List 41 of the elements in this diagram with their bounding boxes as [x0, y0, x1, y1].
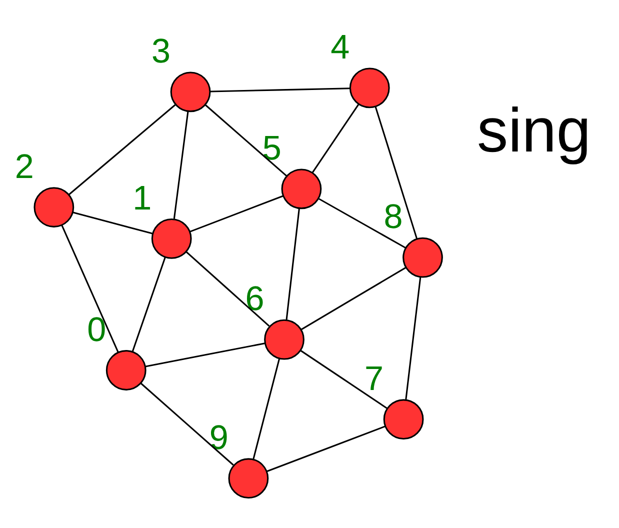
node-circle: [34, 186, 74, 227]
node-circle: [349, 67, 390, 108]
node-circle: [170, 71, 211, 112]
node-label: 0: [87, 310, 106, 348]
connector: [405, 276, 422, 400]
node-circle: [281, 168, 322, 209]
connector: [204, 104, 288, 176]
node-circle: [264, 318, 304, 360]
node-label: 7: [364, 359, 384, 398]
node-circle: [228, 458, 269, 498]
node-label: 1: [132, 178, 152, 217]
connector: [61, 224, 119, 352]
connector: [374, 106, 418, 238]
node-label: 6: [245, 280, 264, 318]
node-label: 8: [384, 198, 403, 236]
node-label: 9: [209, 418, 228, 456]
connector: [300, 266, 406, 330]
label: sing: [477, 96, 591, 165]
connector: [132, 256, 166, 352]
connector: [145, 342, 265, 367]
connector: [190, 194, 284, 232]
node-circle: [402, 236, 443, 278]
node-label: 2: [14, 147, 34, 186]
connector: [210, 87, 350, 92]
connector: [318, 198, 406, 248]
connector: [140, 382, 234, 466]
node-label: 3: [151, 32, 171, 70]
connector: [186, 250, 270, 326]
connector: [286, 208, 300, 320]
connector: [252, 358, 280, 459]
connector: [72, 211, 153, 234]
node-circle: [151, 218, 192, 258]
connector: [173, 110, 189, 218]
connector: [266, 425, 386, 472]
connector: [300, 350, 388, 408]
connector: [312, 103, 360, 172]
node-circle: [383, 398, 424, 440]
node-label: 5: [262, 129, 282, 168]
connector: [68, 104, 176, 195]
node-circle: [106, 350, 146, 390]
node-label: 4: [330, 28, 350, 66]
